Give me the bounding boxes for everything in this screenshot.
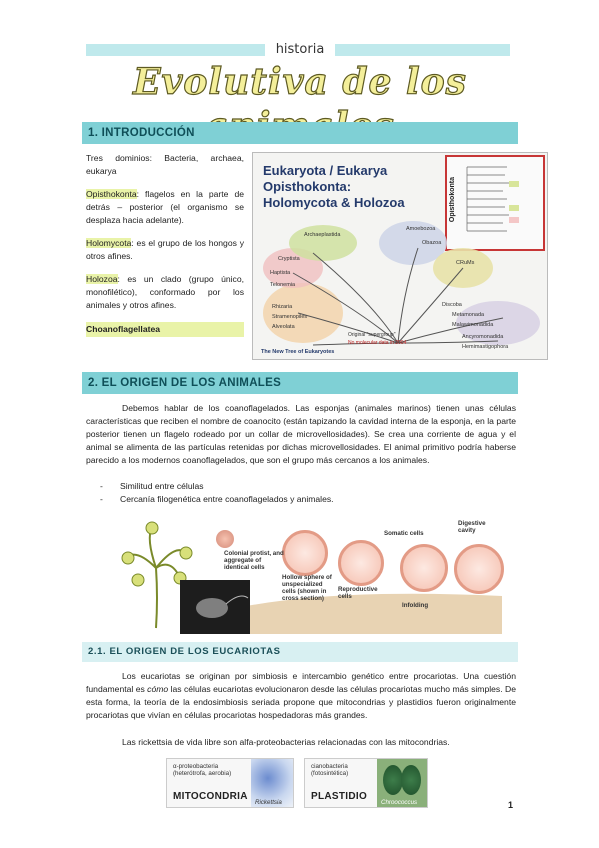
clade-hemimastigophora: Hemimastigophora xyxy=(462,344,509,350)
clade-alveolata: Alveolata xyxy=(272,324,295,330)
clade-haptista: Haptista xyxy=(270,270,291,276)
section-heading-intro: 1. INTRODUCCIÓN xyxy=(82,122,518,144)
section-heading-origin-text: 2. EL ORIGEN DE LOS ANIMALES xyxy=(88,377,282,389)
label-infolding: Infolding xyxy=(402,602,429,609)
opisthokonta-inset: Opisthokonta xyxy=(445,155,545,251)
label-colonial: Colonial protist, and aggregate of ident… xyxy=(224,550,284,571)
section-heading-eukaryotes: 2.1. EL ORIGEN DE LOS EUCARIOTAS xyxy=(82,642,518,662)
plastidio-label: PLASTIDIO xyxy=(311,791,368,802)
alpha-proteobacteria-label: α-proteobacteria (heterótrofa, aerobia) xyxy=(173,763,232,777)
clade-malawimonadida: Malawimonadida xyxy=(452,322,494,328)
chroococcus-image xyxy=(377,759,427,807)
reproductive-sphere-icon xyxy=(338,540,384,586)
label-hollow: Hollow sphere of unspecialized cells (sh… xyxy=(282,574,332,602)
intro-holomycota: Holomycota: es el grupo de los hongos y … xyxy=(86,237,244,263)
section-heading-origin: 2. EL ORIGEN DE LOS ANIMALES xyxy=(82,372,518,394)
eukaryotes-text-a: Los eucariotas se originan por simbiosis… xyxy=(86,671,516,694)
infolding-sphere-icon xyxy=(400,544,448,592)
tree-title-line2: Opisthokonta: xyxy=(263,179,352,194)
tree-title-line3: Holomycota & Holozoa xyxy=(263,195,405,210)
rickettsia-image xyxy=(251,759,293,807)
clade-archaeplastida: Archaeplastida xyxy=(304,232,341,238)
tree-legend-nodata: No molecular data in 2004 xyxy=(348,340,407,346)
mitocondria-label: MITOCONDRIA xyxy=(173,791,248,802)
term-holozoa: Holozoa xyxy=(86,274,118,284)
rickettsia-paragraph: Las rickettsia de vida libre son alfa-pr… xyxy=(122,737,450,747)
section-heading-eukaryotes-text: 2.1. EL ORIGEN DE LOS EUCARIOTAS xyxy=(88,646,281,657)
tree-caption: The New Tree of Eukaryotes xyxy=(261,349,335,355)
origin-paragraph: Debemos hablar de los coanoflagelados. L… xyxy=(86,403,516,465)
eukaryote-tree-figure: Eukaryota / Eukarya Opisthokonta: Holomy… xyxy=(252,152,548,360)
page-number: 1 xyxy=(507,800,513,810)
inset-tree-svg xyxy=(466,166,519,232)
digestive-sphere-icon xyxy=(454,544,504,594)
colonial-protist-svg xyxy=(121,521,502,634)
cyanobacteria-label: cianobacteria (fotosintética) xyxy=(311,763,349,777)
clade-obazoa: Obazoa xyxy=(422,240,442,246)
eukaryotes-paragraph: Los eucariotas se originan por simbiosis… xyxy=(86,670,516,722)
section-heading-intro-text: 1. INTRODUCCIÓN xyxy=(88,127,195,139)
mitochondria-card: α-proteobacteria (heterótrofa, aerobia) … xyxy=(166,758,294,808)
origin-bullet-1: Similitud entre células xyxy=(100,480,500,493)
label-somatic: Somatic cells xyxy=(384,530,424,537)
intro-text-column: Tres dominios: Bacteria, archaea, eukary… xyxy=(86,152,244,337)
colonial-cell-icon xyxy=(216,530,234,548)
header-small-label: historia xyxy=(265,40,335,60)
label-digestive: Digestive cavity xyxy=(458,520,486,534)
clade-telonemia: Telonemia xyxy=(270,282,296,288)
clade-discoba: Discoba xyxy=(442,302,462,308)
origin-bullet-list: Similitud entre células Cercanía filogen… xyxy=(100,480,500,506)
term-choanoflagellatea: Choanoflagellatea xyxy=(86,322,244,337)
tree-title-line1: Eukaryota / Eukarya xyxy=(263,163,388,178)
clade-metamonada: Metamonada xyxy=(452,312,485,318)
term-opisthokonta: Opisthokonta xyxy=(86,189,137,199)
eukaryotes-text-em: cómo xyxy=(147,684,169,694)
rickettsia-label: Rickettsia xyxy=(255,799,282,806)
holomycota-definition: : es el grupo de los hongos y otros afin… xyxy=(86,238,244,261)
page-title: Evolutiva de los animales xyxy=(132,60,467,147)
hollow-sphere-icon xyxy=(282,530,328,576)
chroococcus-label: Chroococcus xyxy=(381,799,418,806)
clade-crums: CRuMs xyxy=(456,260,475,266)
intro-opisthokonta: Opisthokonta: flagelos en la parte de de… xyxy=(86,188,244,227)
intro-domains-text: Tres dominios: Bacteria, archaea, eukary… xyxy=(86,153,244,176)
clade-cryptista: Cryptista xyxy=(278,256,300,262)
clade-stramenopiles: Stramenopiles xyxy=(272,314,308,320)
intro-holozoa: Holozoa: es un clado (grupo único, monof… xyxy=(86,273,244,312)
holozoa-definition: : es un clado (grupo único, monofilético… xyxy=(86,274,244,310)
clade-amoebozoa: Amoebozoa xyxy=(406,226,436,232)
clade-rhizaria: Rhizaria xyxy=(272,304,293,310)
clade-ancyromonadida: Ancyromonadida xyxy=(462,334,504,340)
eukaryotes-text-b: las células eucariotas evolucionaron des… xyxy=(86,684,516,720)
plastid-card: cianobacteria (fotosintética) PLASTIDIO … xyxy=(304,758,428,808)
opisthokonta-definition: : flagelos en la parte de detrás – poste… xyxy=(86,189,244,225)
colonial-protist-figure: Colonial protist, and aggregate of ident… xyxy=(116,518,504,634)
label-reproductive: Reproductive cells xyxy=(338,586,378,600)
term-holomycota: Holomycota xyxy=(86,238,132,248)
tree-legend-supergroup: Original "supergroup" xyxy=(348,332,396,338)
origin-bullet-2: Cercanía filogenética entre coanoflagela… xyxy=(100,493,500,506)
tree-fan-svg xyxy=(263,221,540,346)
